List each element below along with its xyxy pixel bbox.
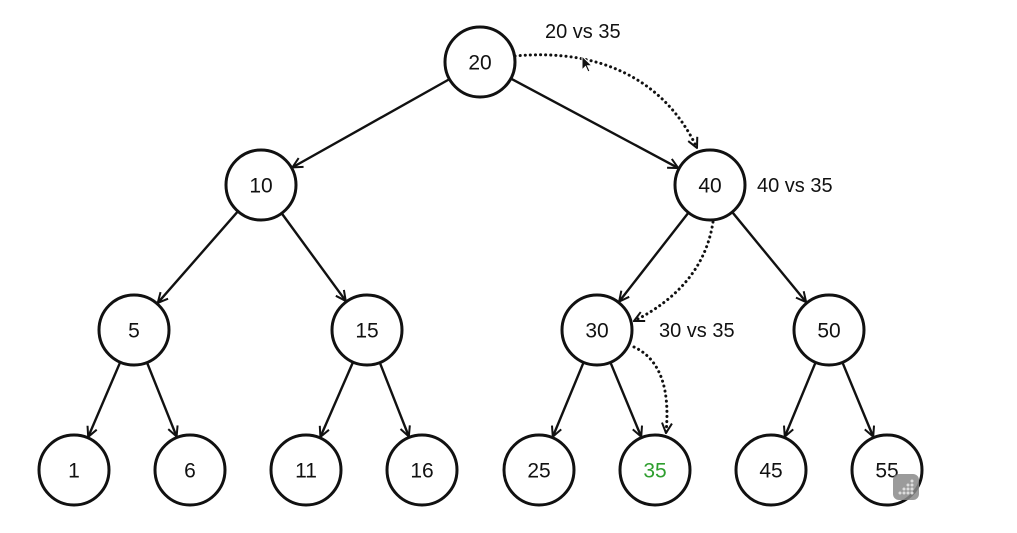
- node-circle: [673, 148, 747, 222]
- edge-15-16: [378, 362, 409, 437]
- edge-20-40: [510, 77, 678, 170]
- edge-50-45: [785, 361, 817, 436]
- node-value: 50: [817, 320, 840, 343]
- node-circle: [37, 433, 111, 507]
- tree-node-20: 20: [443, 25, 517, 99]
- mouse-cursor-icon: [581, 54, 594, 73]
- node-circle: [153, 433, 227, 507]
- search-step-arrow-30-35: [632, 345, 667, 433]
- edge-40-30: [619, 211, 690, 302]
- node-circle: [330, 293, 404, 367]
- node-value: 1: [68, 460, 80, 483]
- node-value: 15: [355, 320, 378, 343]
- node-circle: [443, 25, 517, 99]
- node-value: 30: [585, 320, 608, 343]
- node-value: 6: [184, 460, 196, 483]
- node-value: 25: [527, 460, 550, 483]
- tree-node-6: 6: [153, 433, 227, 507]
- search-path-layer: [513, 53, 715, 433]
- edge-20-10: [292, 78, 451, 167]
- node-value: 40: [698, 175, 721, 198]
- edge-10-15: [280, 212, 346, 301]
- edge-10-5: [158, 210, 239, 303]
- node-circle: [792, 293, 866, 367]
- tree-node-16: 16: [385, 433, 459, 507]
- edge-50-55: [841, 361, 873, 436]
- comparison-label-20: 20 vs 35: [545, 21, 621, 43]
- tree-node-1: 1: [37, 433, 111, 507]
- tree-node-40: 40: [673, 148, 747, 222]
- node-value: 11: [295, 460, 317, 483]
- tree-node-45: 45: [734, 433, 808, 507]
- edge-5-1: [88, 361, 122, 437]
- node-value: 20: [468, 52, 491, 75]
- node-value: 5: [128, 320, 140, 343]
- node-circle: [734, 433, 808, 507]
- node-circle: [385, 433, 459, 507]
- edge-40-50: [731, 211, 806, 302]
- edges-layer: [88, 77, 873, 437]
- tree-node-35: 35: [618, 433, 692, 507]
- node-value: 55: [875, 460, 898, 483]
- comparison-label-30: 30 vs 35: [659, 320, 735, 342]
- node-value: 35: [643, 460, 666, 483]
- node-value: 16: [410, 460, 433, 483]
- tree-node-15: 15: [330, 293, 404, 367]
- node-circle: [560, 293, 634, 367]
- tree-node-30: 30: [560, 293, 634, 367]
- comparison-label-40: 40 vs 35: [757, 175, 833, 197]
- tree-node-11: 11: [269, 433, 343, 507]
- edge-15-11: [320, 361, 355, 437]
- edge-5-6: [145, 362, 177, 436]
- node-value: 45: [759, 460, 782, 483]
- tree-node-50: 50: [792, 293, 866, 367]
- node-circle: [618, 433, 692, 507]
- node-circle: [97, 293, 171, 367]
- tree-node-25: 25: [502, 433, 576, 507]
- search-step-arrow-40-30: [634, 220, 715, 323]
- tree-node-10: 10: [224, 148, 298, 222]
- node-circle: [224, 148, 298, 222]
- node-circle: [269, 433, 343, 507]
- tree-node-5: 5: [97, 293, 171, 367]
- resize-handle-icon[interactable]: [893, 474, 919, 500]
- edge-30-35: [609, 361, 641, 436]
- node-circle: [502, 433, 576, 507]
- node-value: 10: [249, 175, 272, 198]
- search-step-arrow-20-40: [513, 53, 699, 148]
- edge-30-25: [553, 361, 585, 436]
